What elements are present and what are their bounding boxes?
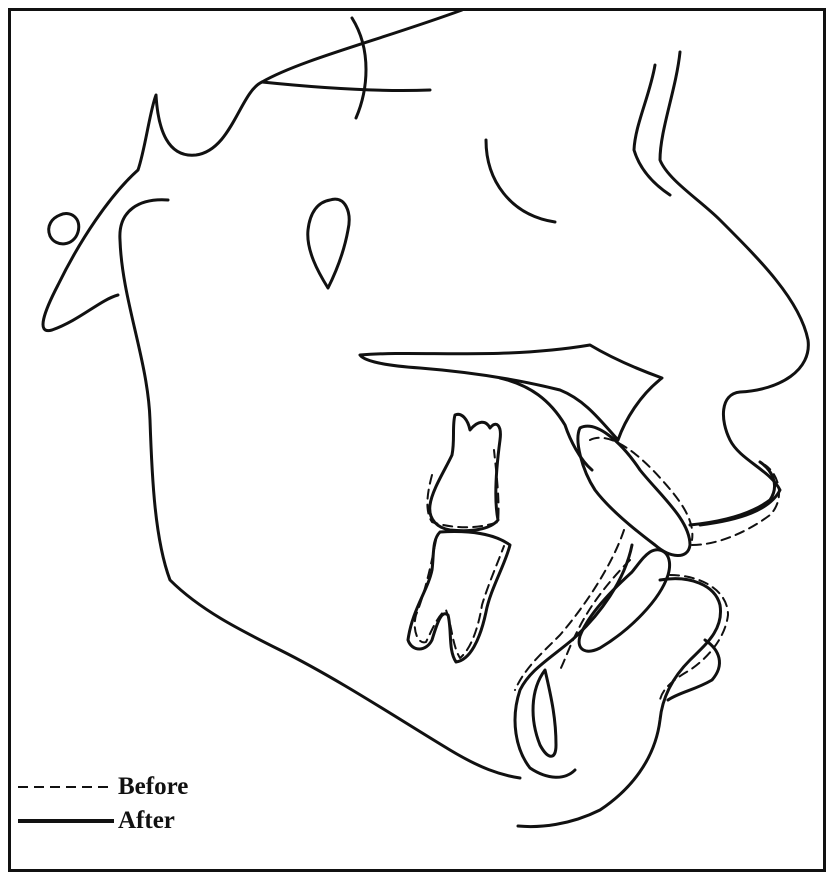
legend-item-after: After <box>16 804 188 838</box>
dashed-line-swatch <box>16 781 116 793</box>
upper-molar-before <box>427 450 498 527</box>
solid-line-swatch <box>16 815 116 827</box>
nasal-bone-outer <box>660 52 808 525</box>
legend-item-before: Before <box>16 770 188 804</box>
orbit-line <box>262 82 430 91</box>
cranial-base-outline <box>43 10 462 331</box>
upper-incisor-after <box>578 426 690 555</box>
upper-molar-after <box>430 414 501 530</box>
zygoma-outline <box>308 199 349 288</box>
lower-lip-after <box>518 579 721 827</box>
orbit-arc <box>486 140 555 222</box>
lower-alveolus-after <box>515 545 632 777</box>
legend-label-before: Before <box>118 773 188 801</box>
mandible-outline <box>120 200 520 778</box>
lower-alveolus-before <box>515 530 624 690</box>
symphysis-outline <box>533 670 556 756</box>
legend: Before After <box>16 770 188 838</box>
palatal-plane <box>360 345 662 440</box>
ear-outline <box>49 214 79 244</box>
upper-incisor-before <box>590 438 692 540</box>
lower-lip-before <box>660 575 728 700</box>
maxilla-line <box>500 378 592 470</box>
soft-tissue-chin <box>668 640 719 700</box>
frontal-suture-line <box>352 18 366 118</box>
legend-label-after: After <box>118 807 175 835</box>
